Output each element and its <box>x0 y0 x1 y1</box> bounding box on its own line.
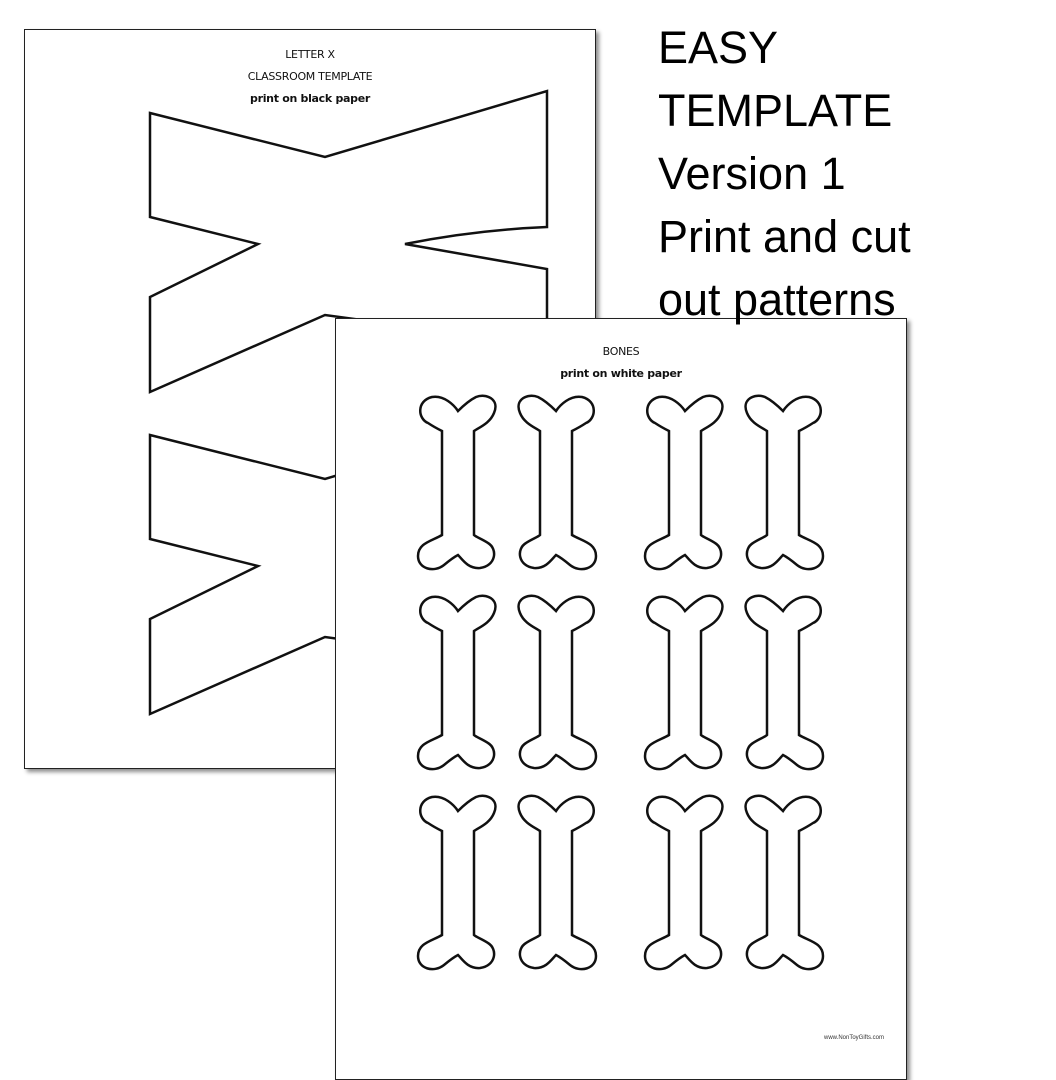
page-note: print on white paper <box>560 367 682 380</box>
caption-text: EASY TEMPLATE Version 1 Print and cut ou… <box>658 16 911 331</box>
letter-x-outline <box>148 89 549 394</box>
bone-outline <box>416 394 497 571</box>
bone-outline <box>517 394 598 571</box>
bone-outline <box>517 794 598 971</box>
page-note: print on black paper <box>250 92 370 105</box>
bone-outline <box>517 594 598 771</box>
bones-template-page: BONES print on white paper www.NonToyGif… <box>335 318 907 1080</box>
bone-shapes <box>416 394 825 971</box>
page-subtitle: CLASSROOM TEMPLATE <box>247 70 373 83</box>
bone-outline <box>643 394 724 571</box>
caption-line: Print and cut <box>658 211 911 262</box>
bone-outline <box>416 794 497 971</box>
website-footer: www.NonToyGifts.com <box>823 1035 884 1041</box>
bone-outline <box>744 594 825 771</box>
caption-line: EASY <box>658 22 779 73</box>
bone-outline <box>643 794 724 971</box>
bone-outline <box>744 794 825 971</box>
bones-titles: BONES print on white paper <box>336 341 906 385</box>
page-title: BONES <box>602 345 640 358</box>
page-title: LETTER X <box>285 48 335 61</box>
bone-outline <box>643 594 724 771</box>
letter-x-titles: LETTER X CLASSROOM TEMPLATE print on bla… <box>25 44 595 110</box>
caption-line: TEMPLATE <box>658 85 893 136</box>
caption-line: out patterns <box>658 274 896 325</box>
bone-outline <box>744 394 825 571</box>
caption-line: Version 1 <box>658 148 846 199</box>
bone-outline <box>416 594 497 771</box>
